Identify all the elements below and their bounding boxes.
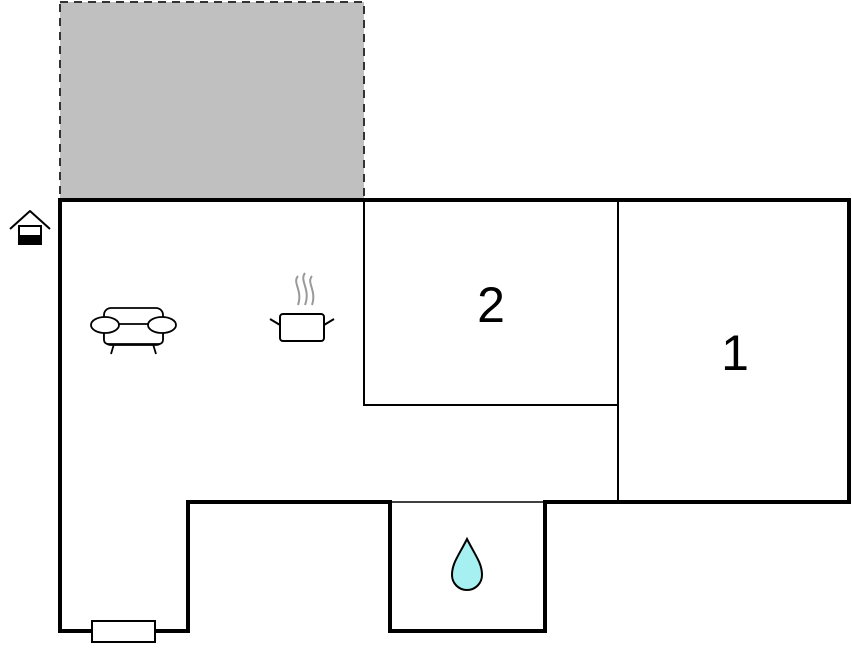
interior-wall-room-2 bbox=[363, 200, 618, 406]
water-drop-icon bbox=[450, 536, 484, 591]
house-entrance-icon bbox=[9, 210, 51, 245]
terrace-area bbox=[59, 1, 365, 201]
window-icon bbox=[91, 620, 156, 643]
room-label-2: 2 bbox=[477, 277, 505, 333]
room-label-1: 1 bbox=[721, 325, 749, 381]
sofa-icon bbox=[90, 307, 177, 355]
cooking-pot-icon bbox=[269, 272, 335, 342]
